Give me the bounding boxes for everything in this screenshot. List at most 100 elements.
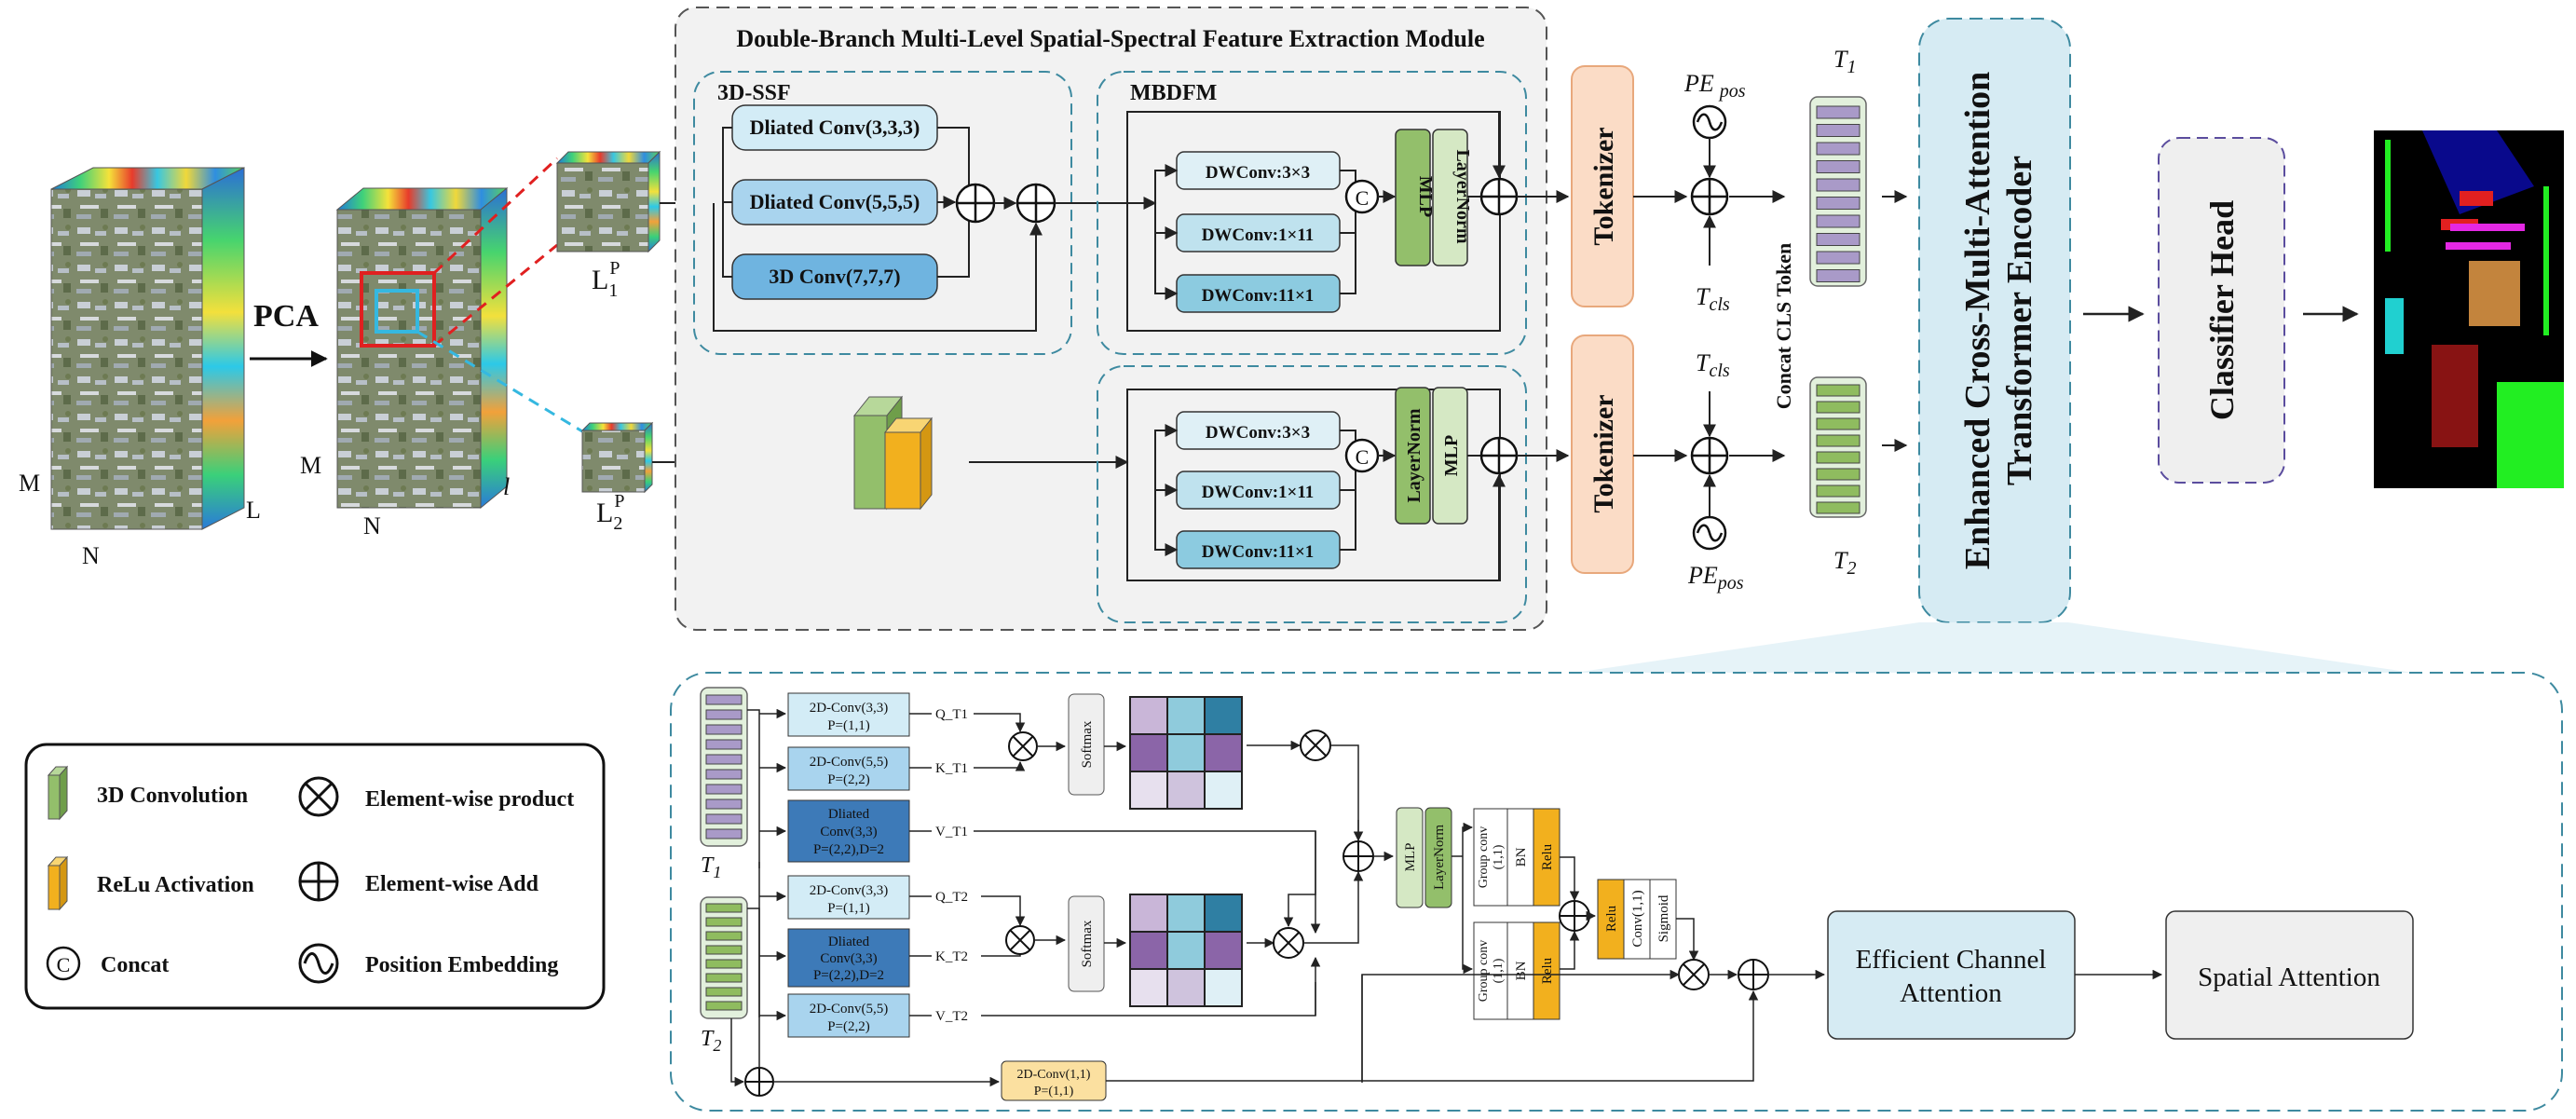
- mbdfm-top-dw2: DWConv:1×11: [1202, 225, 1315, 245]
- token-cell: [1816, 269, 1860, 282]
- spatial-box: [2165, 910, 2414, 1040]
- k-t1-label: K_T1: [935, 761, 968, 776]
- attention-cell: [1166, 771, 1206, 810]
- mbdfm-bottom-norm-box: [1395, 387, 1431, 525]
- skip-conv-2: P=(1,1): [1034, 1085, 1074, 1099]
- token-cell: [705, 694, 743, 705]
- token-cell: [1816, 124, 1860, 137]
- k2-conv-1: Dliated: [828, 935, 870, 949]
- ssf-conv-3: 3D Conv(7,7,7): [769, 265, 900, 288]
- detail-t1-label: T1: [701, 853, 721, 881]
- spatial-label: Spatial Attention: [2198, 962, 2380, 992]
- mbdfm-top-block: MBDFM DWConv:3×3 DWConv:1×11 DWConv:11×1…: [1097, 71, 1527, 355]
- token-cell: [705, 813, 743, 825]
- mbdfm-top-mlp-box: [1395, 129, 1431, 266]
- pca-label: PCA: [253, 299, 319, 334]
- svg-text:C: C: [1356, 445, 1370, 469]
- v-t1-label: V_T1: [935, 825, 968, 839]
- mbdfm-bottom-mlp: MLP: [1441, 435, 1462, 476]
- token-cell: [1816, 484, 1860, 498]
- patch-l2: L2P: [580, 421, 654, 534]
- large-patch-marker: [360, 271, 436, 348]
- q1-conv-1: 2D-Conv(3,3): [810, 701, 889, 716]
- attention-cell: [1204, 968, 1243, 1007]
- token-cell: [1816, 178, 1860, 192]
- group-conv-lower-1: Group conv: [1477, 940, 1491, 1003]
- attention-cell: [1129, 894, 1168, 933]
- token-cell: [1816, 434, 1860, 447]
- patch1-label: L1P: [592, 258, 620, 301]
- attention-map-1: [1129, 696, 1243, 810]
- bn-lower: BN: [1514, 961, 1529, 980]
- mbdfm-bottom-dw1: DWConv:3×3: [1206, 423, 1310, 443]
- token-cell: [705, 945, 743, 955]
- cube1-n-label: N: [82, 542, 100, 569]
- token-cell: [705, 917, 743, 927]
- token-cell: [705, 931, 743, 941]
- sigmoid-gate: Sigmoid: [1656, 894, 1671, 942]
- encoder-label-2: Transformer Encoder: [2000, 156, 2039, 485]
- softmax-2: Softmax: [1080, 920, 1095, 967]
- k-t2-label: K_T2: [935, 949, 968, 964]
- eca-box: [1827, 910, 2076, 1040]
- token-stack-t1: T1: [1809, 46, 1867, 287]
- pca-step: PCA: [250, 299, 328, 367]
- token-cell: [705, 1001, 743, 1011]
- cube2-n-label: N: [363, 512, 381, 539]
- conv11-gate: Conv(1,1): [1630, 890, 1645, 947]
- v2-conv-1: 2D-Conv(5,5): [810, 1002, 889, 1017]
- legend: 3D Convolution ReLu Activation C Concat …: [24, 743, 606, 1010]
- encoder-detail-panel: T1 T2 2D-Conv(3,3) P=(1,1) 2D-Conv(5,5) …: [670, 672, 2563, 1112]
- legend-3dconv: 3D Convolution: [97, 784, 248, 808]
- token-cell: [705, 959, 743, 969]
- attention-cell: [1204, 894, 1243, 933]
- ssf-conv-2: Dliated Conv(5,5,5): [750, 190, 920, 213]
- svg-text:C: C: [1356, 186, 1370, 210]
- ssf-title: 3D-SSF: [717, 81, 791, 105]
- attention-cell: [1129, 968, 1168, 1007]
- k1-conv-1: 2D-Conv(5,5): [810, 755, 889, 770]
- tokenizer-top-label: Tokenizer: [1588, 127, 1619, 245]
- legend-pe: Position Embedding: [365, 953, 558, 977]
- attention-cell: [1129, 696, 1168, 735]
- token-cell: [705, 724, 743, 735]
- t2-label: T2: [1833, 547, 1856, 579]
- svg-text:C: C: [57, 953, 71, 976]
- encoder-label-1: Enhanced Cross-Multi-Attention: [1958, 72, 1997, 570]
- classification-map: [2374, 130, 2564, 488]
- token-cell: [1816, 142, 1860, 156]
- attention-cell: [1129, 733, 1168, 772]
- v1-conv-3: P=(2,2),D=2: [813, 842, 884, 857]
- reduced-hsi-cube: M N l: [300, 186, 510, 539]
- legend-product: Element-wise product: [365, 787, 574, 812]
- token-cell: [1816, 501, 1860, 514]
- token-cell: [705, 739, 743, 750]
- token-cell: [1816, 251, 1860, 265]
- q1-conv-2: P=(1,1): [827, 718, 870, 733]
- cube1-m-label: M: [19, 470, 40, 497]
- attention-cell: [1204, 696, 1243, 735]
- tokenizer-top: Tokenizer: [1571, 65, 1634, 307]
- legend-relu: ReLu Activation: [97, 873, 254, 897]
- original-hsi-cube: M N L: [19, 167, 261, 569]
- attention-cell: [1166, 931, 1206, 970]
- eca-line2: Attention: [1900, 978, 2002, 1008]
- v1-conv-2: Conv(3,3): [820, 825, 877, 839]
- skip-conv-1: 2D-Conv(1,1): [1017, 1068, 1091, 1082]
- token-cell: [705, 754, 743, 765]
- k1-conv-2: P=(2,2): [827, 772, 870, 787]
- detail-t2-label: T2: [701, 1027, 721, 1055]
- mbdfm-top-layernorm: LayerNorm: [1452, 149, 1473, 243]
- feature-extraction-module: Double-Branch Multi-Level Spatial-Spectr…: [675, 7, 1547, 631]
- q-t2-label: Q_T2: [935, 890, 968, 905]
- t1-label: T1: [1833, 46, 1856, 77]
- detail-layernorm: LayerNorm: [1432, 825, 1447, 890]
- softmax-1: Softmax: [1080, 720, 1095, 768]
- attention-cell: [1204, 733, 1243, 772]
- eca-line1: Efficient Channel: [1856, 945, 2047, 975]
- attention-cell: [1204, 771, 1243, 810]
- relu-lower: Relu: [1540, 957, 1555, 984]
- classifier-label: Classifier Head: [2203, 200, 2241, 420]
